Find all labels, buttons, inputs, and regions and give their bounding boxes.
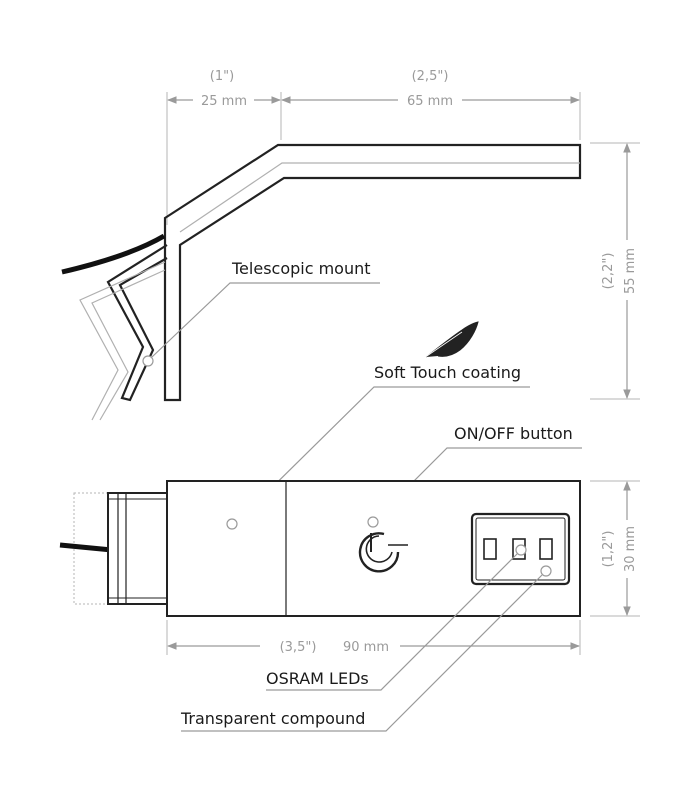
telescopic-mount-label: Telescopic mount: [231, 259, 371, 278]
dim-30-mm: 30 mm: [623, 526, 638, 572]
dim-25-inch: (1"): [210, 69, 234, 84]
top-dimension-65mm: (2,5") 65 mm: [280, 69, 581, 140]
dim-90-mm: 90 mm: [343, 640, 389, 655]
soft-touch-leader: [235, 386, 530, 524]
dim-30-inch: (1,2"): [601, 531, 616, 568]
bottom-dimension-90mm: (3,5") 90 mm: [166, 620, 581, 655]
transparent-compound-label: Transparent compound: [180, 709, 365, 728]
feather-icon: [423, 321, 479, 359]
right-dimension-55mm: (2,2") 55 mm: [590, 142, 640, 400]
osram-leds-leader: [266, 553, 518, 691]
led-window: [470, 512, 571, 586]
top-view: [59, 480, 581, 617]
power-icon: [358, 516, 408, 573]
osram-leds-label: OSRAM LEDs: [266, 669, 369, 688]
dim-65-inch: (2,5"): [412, 69, 449, 84]
soft-touch-label: Soft Touch coating: [374, 363, 521, 382]
dim-90-inch: (3,5"): [280, 640, 317, 655]
transparent-compound-leader: [181, 574, 543, 732]
dim-55-mm: 55 mm: [623, 248, 638, 294]
dim-55-inch: (2,2"): [601, 253, 616, 290]
top-dimension-25mm: (1") 25 mm: [166, 69, 281, 225]
telescopic-mount-marker: [142, 355, 154, 367]
onoff-label: ON/OFF button: [454, 424, 573, 443]
side-view: Telescopic mount: [61, 143, 582, 421]
dim-65-mm: 65 mm: [407, 94, 453, 109]
dim-25-mm: 25 mm: [201, 94, 247, 109]
right-dimension-30mm: (1,2") 30 mm: [590, 480, 640, 617]
